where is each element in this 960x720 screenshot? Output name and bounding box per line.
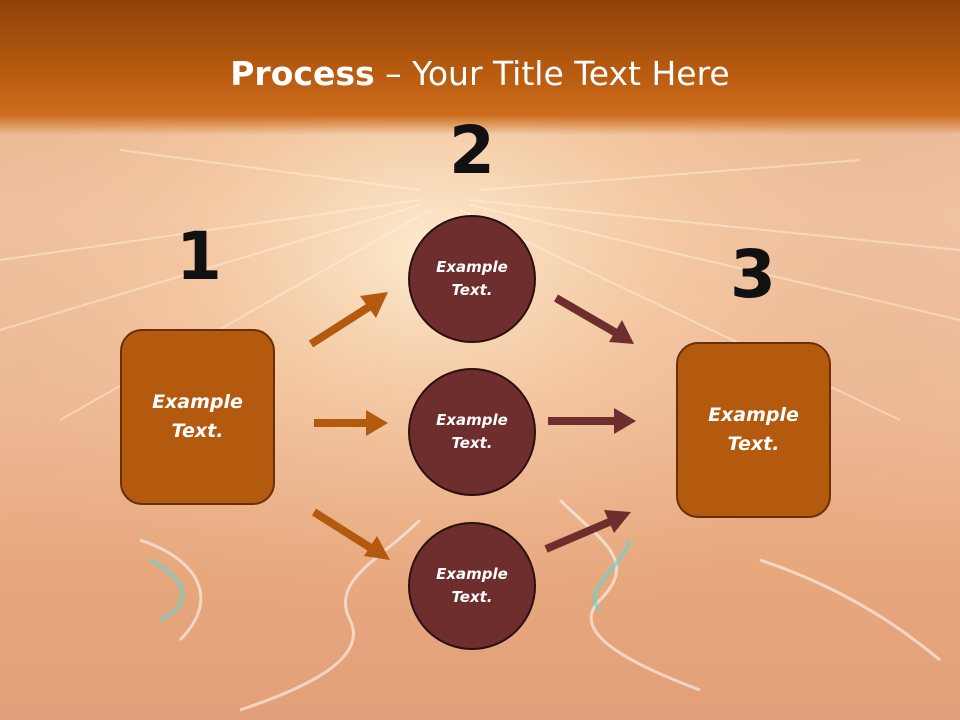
right-box-line1: Example [708,404,799,426]
title-bold: Process [230,54,375,93]
circle-middle-line1: Example [436,411,508,429]
right-box-line2: Text. [727,433,780,455]
left-box-line2: Text. [171,420,224,442]
step-number-1: 1 [176,218,222,295]
circle-bottom-line2: Text. [451,588,493,606]
page-title: Process – Your Title Text Here [0,52,960,96]
left-box-line1: Example [152,391,243,413]
title-rest: – Your Title Text Here [374,54,730,93]
circle-top-line2: Text. [451,281,493,299]
arrow-top-to-right [553,294,634,344]
circle-bottom-line1: Example [436,565,508,583]
arrow-bottom-to-right [544,510,631,553]
circle-top-line1: Example [436,258,508,276]
circle-middle-line2: Text. [451,434,493,452]
step-number-2: 2 [449,112,495,189]
title-bar [0,0,960,135]
step-number-3: 3 [730,236,776,313]
arrow-left-to-middle [314,410,388,436]
arrow-left-to-top [308,292,388,348]
arrow-middle-to-right [548,408,636,434]
arrow-left-to-bottom [311,508,390,560]
